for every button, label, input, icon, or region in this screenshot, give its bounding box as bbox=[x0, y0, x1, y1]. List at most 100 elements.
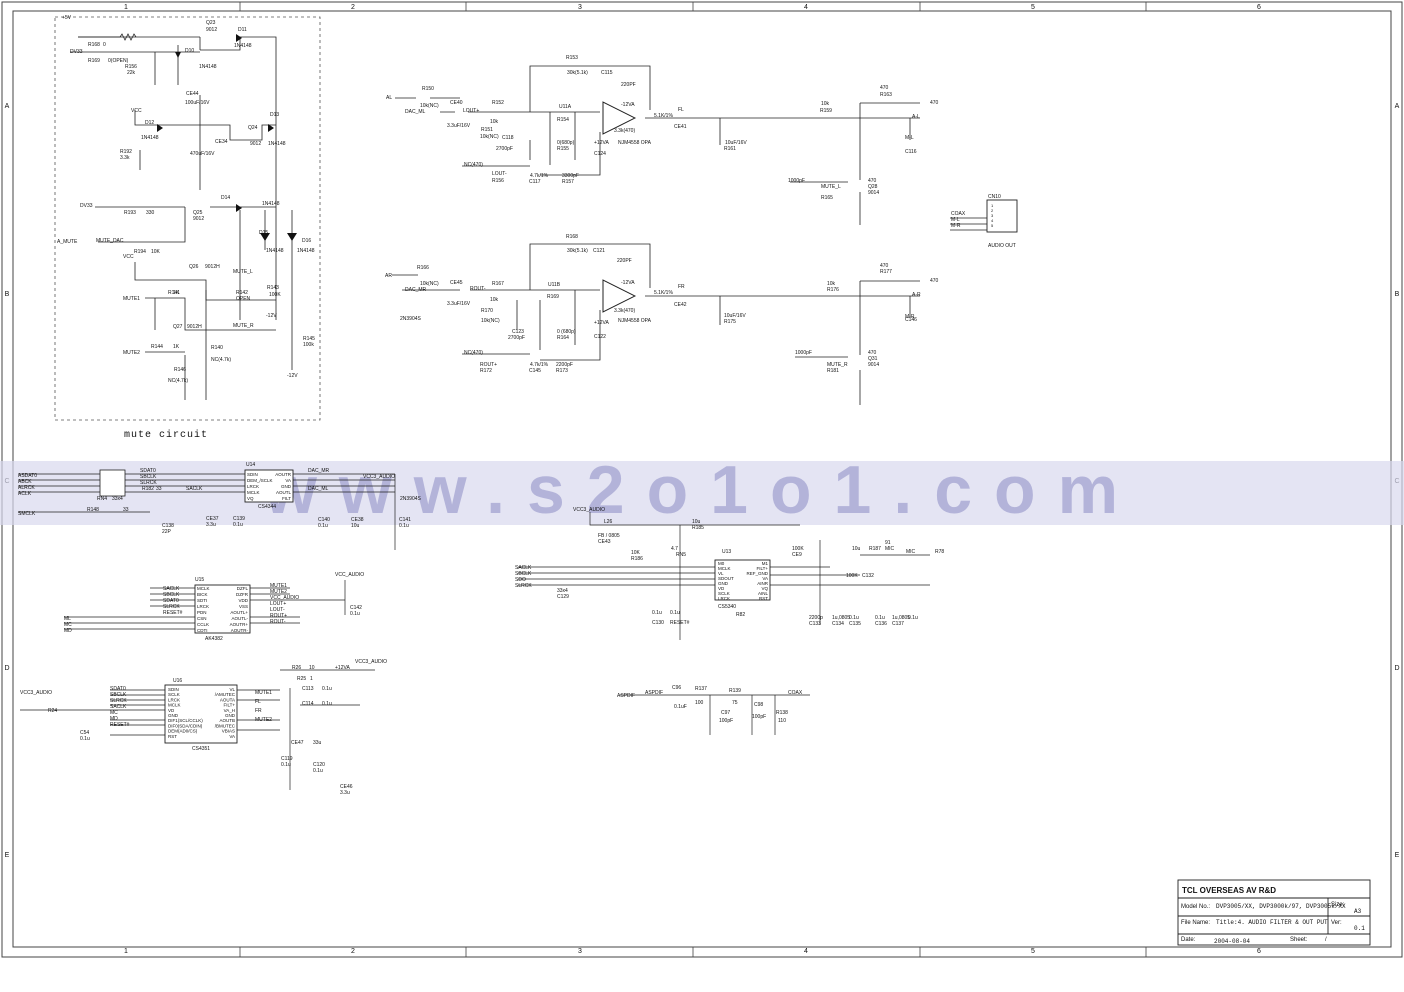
right-channel-label: R168 bbox=[566, 234, 578, 240]
right-channel-label: R181 bbox=[827, 368, 839, 374]
mute-circuit-label: 470uF/16V bbox=[190, 151, 215, 157]
left-channel-label: R159 bbox=[820, 108, 832, 114]
right-channel-label: R172 bbox=[480, 368, 492, 374]
right-channel-label: NC(470) bbox=[464, 350, 483, 356]
mute-circuit-label: R192 bbox=[120, 149, 132, 155]
u13-label: 10u bbox=[692, 519, 701, 525]
u15-pin-left: BICK bbox=[197, 592, 208, 597]
spdif-label: ASPDIF bbox=[645, 690, 663, 696]
left-channel-label: DAC_ML bbox=[405, 109, 426, 115]
u14-label: R148 bbox=[87, 507, 99, 513]
u13-label: R185 bbox=[692, 525, 704, 531]
right-channel-label: 30k(5.1k) bbox=[567, 248, 588, 254]
u14-label: SLRCK bbox=[140, 480, 157, 486]
audio-out-connector bbox=[950, 199, 1018, 233]
u14-label: R182 bbox=[142, 486, 154, 492]
right-channel-label: U11B bbox=[548, 282, 561, 288]
right-channel-label: 1000pF bbox=[795, 350, 812, 356]
file-label: File Name: bbox=[1181, 920, 1210, 926]
model-label: Model No.: bbox=[1181, 904, 1210, 910]
u14-part: CS4344 bbox=[258, 504, 276, 510]
right-channel-label: 0 (680p) bbox=[557, 329, 576, 335]
u13-label: 10K bbox=[631, 550, 641, 556]
u16-left-net: MD bbox=[110, 716, 118, 722]
u13-label: R78 bbox=[935, 549, 944, 555]
u16-left-net: SDAT0 bbox=[110, 686, 126, 692]
left-channel-label: R156 bbox=[492, 178, 504, 184]
audio-out-pin: 4 bbox=[991, 218, 994, 223]
spdif-label: R138 bbox=[776, 710, 788, 716]
mute-circuit-label: 1N4148 bbox=[266, 248, 284, 254]
u13-label: RESET# bbox=[670, 620, 690, 626]
u13-label: CE9 bbox=[792, 552, 802, 558]
u14-label: RN4 bbox=[97, 496, 107, 502]
u16-ref: U16 bbox=[173, 678, 182, 684]
u15-label: VCC_AUDIO bbox=[335, 572, 364, 578]
left-channel-label: Q28 bbox=[868, 184, 878, 190]
u13-label: 0.1u bbox=[670, 610, 680, 616]
right-channel-label: AR bbox=[385, 273, 392, 279]
mute-circuit-label: 1N4148 bbox=[141, 135, 159, 141]
left-channel-label: R161 bbox=[724, 146, 736, 152]
u16-label: 3.3u bbox=[340, 790, 350, 796]
left-channel-label: C115 bbox=[601, 70, 613, 76]
mute-circuit-label: 9012 bbox=[250, 141, 261, 147]
u14-label: CE37 bbox=[206, 516, 219, 522]
mute-circuit-label: MUTE_R bbox=[233, 323, 254, 329]
right-channel-label: 10k bbox=[827, 281, 836, 287]
mute-circuit-label: D10 bbox=[185, 48, 194, 54]
mute-circuit-label: R143 bbox=[267, 285, 279, 291]
spdif-label: 75 bbox=[732, 700, 738, 706]
grid-row-label-left: D bbox=[4, 665, 9, 672]
u15-pin-right: VSS bbox=[239, 604, 248, 609]
u16-label: 1 bbox=[310, 676, 313, 682]
u15-pin-left: CSN bbox=[197, 616, 207, 621]
u16-pin-left: RST bbox=[168, 734, 177, 739]
u14-label: 0.1u bbox=[233, 522, 243, 528]
audio-out-signal: M-R bbox=[951, 223, 961, 229]
grid-col-label-bottom: 1 bbox=[124, 948, 128, 955]
right-channel-label: 10k(NC) bbox=[481, 318, 500, 324]
left-channel-label: R152 bbox=[492, 100, 504, 106]
u15-right-net: LOUT- bbox=[270, 607, 285, 613]
u13-pin-left: GND bbox=[718, 581, 729, 586]
right-channel-label: 9014 bbox=[868, 362, 879, 368]
right-channel-label: 2700pF bbox=[508, 335, 525, 341]
left-channel-label: LOUT+ bbox=[463, 108, 479, 114]
mute-circuit-label: R146 bbox=[174, 367, 186, 373]
mute-circuit-label: D16 bbox=[302, 238, 311, 244]
mute-circuit-label: Q27 bbox=[173, 324, 183, 330]
left-channel-label: M-L bbox=[905, 135, 914, 141]
u15-pin-right: AOUTR- bbox=[231, 628, 249, 633]
u15-left-net: RESET# bbox=[163, 610, 183, 616]
right-channel-label: R177 bbox=[880, 269, 892, 275]
left-channel-label: R153 bbox=[566, 55, 578, 61]
u13-label: C132 bbox=[862, 573, 874, 579]
left-channel-label: 10k(NC) bbox=[480, 134, 499, 140]
u16-label: R25 bbox=[297, 676, 306, 682]
u14-label: SDAT0 bbox=[140, 468, 156, 474]
left-channel-label: R154 bbox=[557, 117, 569, 123]
mute-circuit-label: 100k bbox=[303, 342, 314, 348]
left-channel-label: A-L bbox=[912, 114, 920, 120]
left-channel-label: MUTE_L bbox=[821, 184, 841, 190]
u13-pin-right: VA bbox=[762, 576, 768, 581]
spdif-output bbox=[620, 694, 810, 735]
u14-label: 33 bbox=[156, 486, 162, 492]
left-channel-label: 220PF bbox=[621, 82, 636, 88]
u14-label: C140 bbox=[318, 517, 330, 523]
u16-right-net: MUTE2 bbox=[255, 717, 272, 723]
u16-label: C119 bbox=[281, 756, 293, 762]
right-channel-label: 10uF/16V bbox=[724, 313, 746, 319]
right-channel-label: ROUT+ bbox=[480, 362, 497, 368]
right-channel-wiring bbox=[392, 243, 920, 405]
grid-col-label-top: 2 bbox=[351, 4, 355, 11]
u13-pin-left: SCLK bbox=[718, 591, 730, 596]
u13-label: MIC bbox=[906, 549, 916, 555]
mute-circuit-label: 9012 bbox=[206, 27, 217, 33]
right-channel-label: R173 bbox=[556, 368, 568, 374]
right-channel-label: Q31 bbox=[868, 356, 878, 362]
u15-pin-left: CCLK bbox=[197, 622, 209, 627]
spdif-label: 0.1uF bbox=[674, 704, 687, 710]
left-channel-label: 470 bbox=[880, 85, 889, 91]
